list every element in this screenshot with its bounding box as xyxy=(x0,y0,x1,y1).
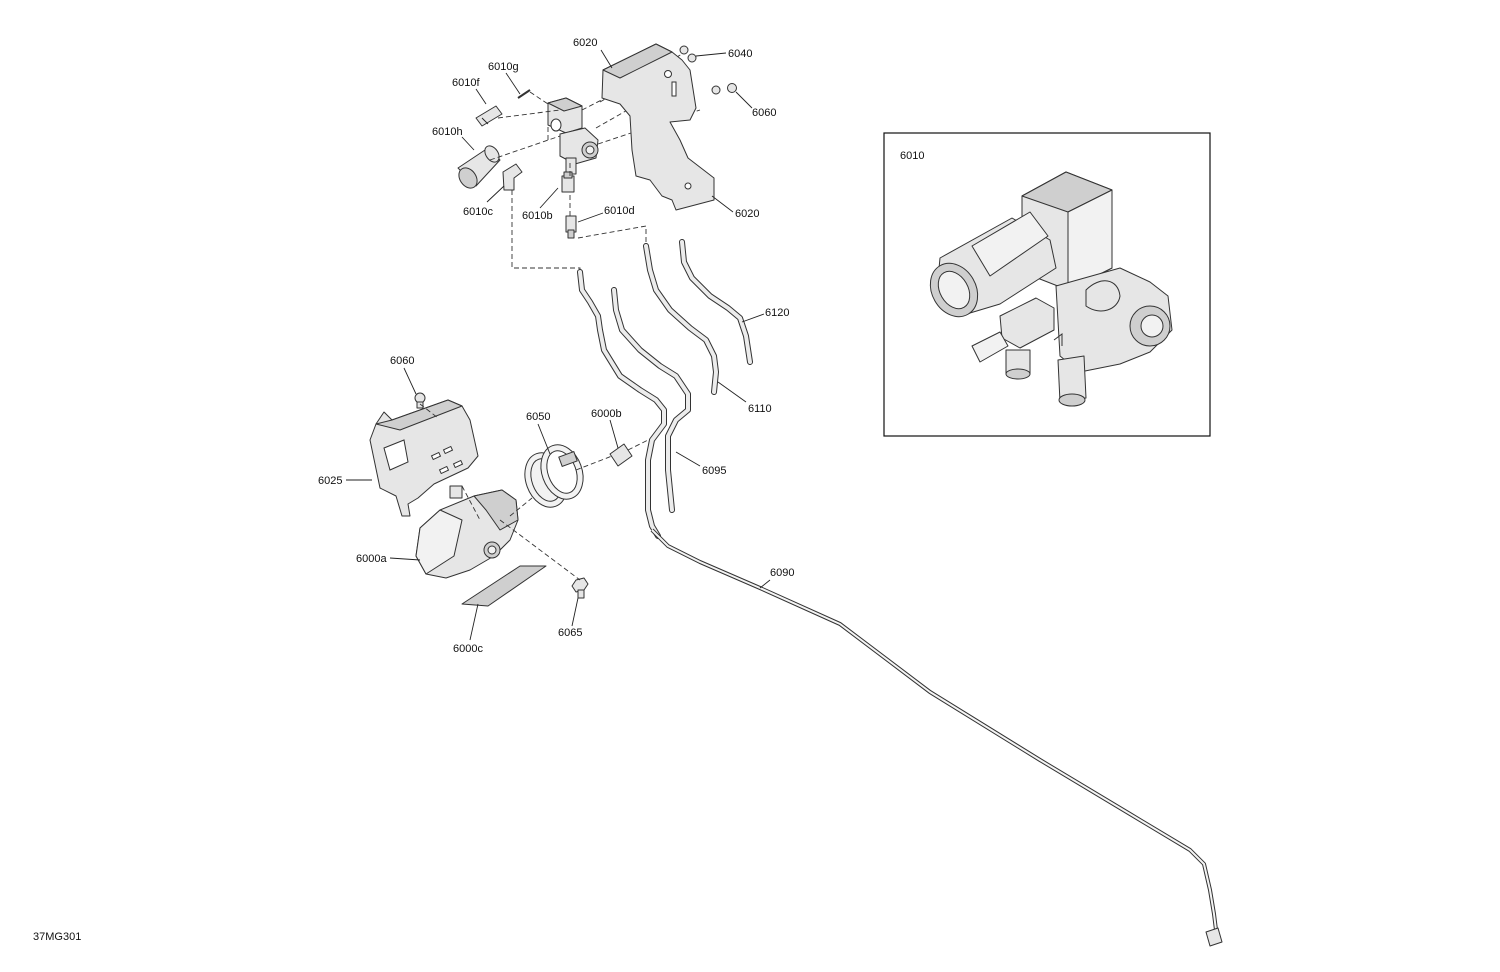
label-6060-top: 6060 xyxy=(752,107,776,119)
hose-6095 xyxy=(577,269,667,539)
pipe-6090 xyxy=(650,528,1223,947)
label-6000b: 6000b xyxy=(591,408,622,420)
clamp-6050 xyxy=(524,444,584,508)
label-6050: 6050 xyxy=(526,411,550,423)
label-6000c: 6000c xyxy=(453,643,483,655)
screw-6060-left xyxy=(414,392,426,409)
label-6025: 6025 xyxy=(318,475,342,487)
fitting-6010b xyxy=(561,171,575,193)
label-6120: 6120 xyxy=(765,307,789,319)
label-6110: 6110 xyxy=(748,403,772,415)
screw-6040 xyxy=(679,45,697,63)
screw-6060-top xyxy=(711,83,737,95)
label-6040: 6040 xyxy=(728,48,752,60)
label-6020-top: 6020 xyxy=(573,37,597,49)
assembly-lines-lower xyxy=(419,403,649,581)
label-6095: 6095 xyxy=(702,465,726,477)
gasket-6000c xyxy=(461,565,547,607)
label-6010d: 6010d xyxy=(604,205,635,217)
label-6010f: 6010f xyxy=(452,77,480,89)
label-6060-left: 6060 xyxy=(390,355,414,367)
detail-valve-drawing xyxy=(929,171,1173,407)
fitting-6000b xyxy=(609,443,633,467)
valve-block-6010 xyxy=(547,97,599,175)
bracket-6025 xyxy=(369,399,479,517)
label-6010b: 6010b xyxy=(522,210,553,222)
label-6000a: 6000a xyxy=(356,553,387,565)
part-labels: 6020 6040 6060 6010g 6010f 6010h 6010c 6… xyxy=(318,37,794,655)
hose-6110 xyxy=(643,243,719,395)
figure-code: 37MG301 xyxy=(33,931,81,943)
detail-box-6010: 6010 xyxy=(883,132,1211,437)
hose-6095b xyxy=(611,287,691,513)
label-6065: 6065 xyxy=(558,627,582,639)
pump-6000a xyxy=(415,485,519,579)
screw-6065 xyxy=(571,577,589,599)
label-6010g: 6010g xyxy=(488,61,519,73)
detail-box-label: 6010 xyxy=(900,150,924,162)
hose-6120 xyxy=(679,239,753,365)
fitting-6010d xyxy=(565,215,577,239)
leader-lines xyxy=(346,49,771,641)
connector-6010f xyxy=(475,105,503,127)
label-6020-bottom: 6020 xyxy=(735,208,759,220)
bracket-6020 xyxy=(601,43,715,211)
label-6010h: 6010h xyxy=(432,126,463,138)
label-6010c: 6010c xyxy=(463,206,493,218)
elbow-6010c xyxy=(502,163,523,191)
pin-6010g xyxy=(517,89,531,99)
connector-6010h xyxy=(457,145,501,189)
label-6090: 6090 xyxy=(770,567,794,579)
